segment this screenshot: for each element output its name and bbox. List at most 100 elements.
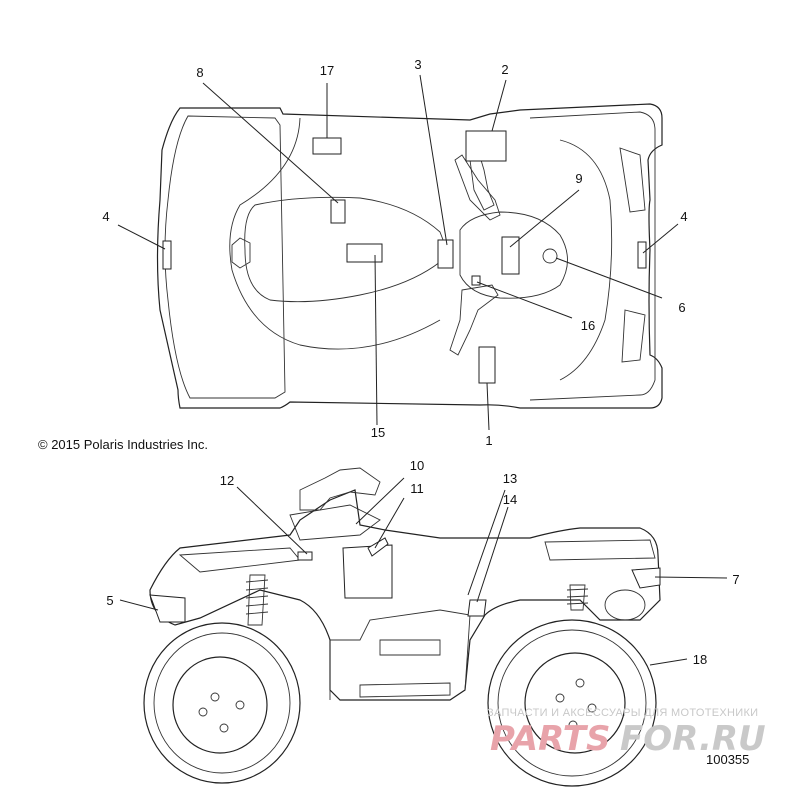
seat-outline [244, 196, 446, 303]
callout-4-rear: 4 [102, 209, 109, 224]
leader-8 [202, 82, 339, 204]
decal-11 [342, 544, 393, 599]
front-shock-spring [566, 588, 589, 605]
decal-9 [501, 236, 520, 275]
leader-13 [467, 489, 506, 596]
leader-1 [486, 382, 490, 431]
leader-16 [476, 281, 573, 319]
rear-rim [172, 656, 268, 754]
rear-tire [143, 622, 301, 784]
rear-shock-spring [245, 579, 269, 615]
leader-4-front [642, 223, 679, 254]
leader-3 [419, 74, 448, 246]
winch-housing [604, 589, 646, 621]
callout-10: 10 [410, 458, 424, 473]
callout-16: 16 [581, 318, 595, 333]
rear-rack-outline [164, 115, 286, 399]
leader-14 [476, 506, 509, 603]
callout-2: 2 [501, 62, 508, 77]
handlebar-grip-upper [454, 154, 501, 221]
atv-side-view: 10 11 12 13 14 5 7 18 [106, 458, 740, 787]
watermark-brand-right: FOR.RU [620, 719, 766, 759]
callout-4-front: 4 [680, 209, 687, 224]
callout-3: 3 [414, 57, 421, 72]
watermark: ЗАПЧАСТИ И АКСЕССУАРЫ ДЛЯ МОТОТЕХНИКИ PA… [487, 707, 766, 759]
leader-9 [509, 189, 580, 248]
leader-11 [374, 497, 405, 549]
front-lug [568, 720, 578, 730]
front-rim [524, 652, 626, 754]
front-rack-side [544, 539, 656, 561]
decal-15 [346, 243, 383, 263]
decal-2 [465, 130, 507, 162]
watermark-tagline: ЗАПЧАСТИ И АКСЕССУАРЫ ДЛЯ МОТОТЕХНИКИ [487, 707, 758, 719]
front-lug [555, 693, 565, 703]
callout-9: 9 [575, 171, 582, 186]
callout-15: 15 [371, 425, 385, 440]
rear-lug [210, 692, 220, 702]
callout-7: 7 [732, 572, 739, 587]
decal-4-rear [162, 240, 172, 270]
decal-12 [297, 551, 313, 561]
callout-8: 8 [196, 65, 203, 80]
leader-12 [236, 486, 308, 555]
rear-shock [247, 574, 266, 626]
decal-17 [312, 137, 342, 155]
front-shock [569, 584, 586, 611]
decal-8 [330, 199, 346, 224]
callout-5: 5 [106, 593, 113, 608]
atv-top-view: 17 2 8 3 9 4 4 6 16 15 1 [102, 57, 687, 448]
leader-5 [119, 599, 159, 611]
front-lug [587, 703, 597, 713]
front-lug [575, 678, 585, 688]
callout-1: 1 [485, 433, 492, 448]
headlight-side [289, 504, 381, 541]
rear-tire-tread [153, 632, 291, 774]
document-number: 100355 [706, 752, 749, 767]
seat-latch [231, 237, 251, 269]
atv-side-body-outline [149, 489, 661, 701]
footwell [379, 639, 441, 656]
callout-17: 17 [320, 63, 334, 78]
rear-lug [198, 707, 208, 717]
rear-lug [235, 700, 245, 710]
callout-6: 6 [678, 300, 685, 315]
rear-lug [219, 723, 229, 733]
callout-18: 18 [693, 652, 707, 667]
rear-rack-side [178, 547, 301, 573]
decal-4-front [637, 241, 647, 269]
watermark-brand-left: PARTS [490, 719, 610, 759]
front-tire-tread [497, 629, 647, 777]
leader-4-rear [117, 224, 166, 250]
handlebar-side [299, 467, 381, 511]
headlight-pod [459, 211, 568, 299]
callout-11: 11 [410, 481, 424, 496]
decal-14 [467, 599, 487, 617]
front-rack-slot-upper [619, 147, 646, 213]
front-rack-outline [529, 111, 656, 401]
copyright-notice: © 2015 Polaris Industries Inc. [38, 437, 208, 452]
decal-5 [149, 594, 186, 623]
front-rack-slot-lower [621, 309, 646, 363]
leader-7 [654, 576, 728, 579]
decal-1 [478, 346, 496, 384]
leader-18 [649, 658, 688, 666]
decal-16 [471, 275, 481, 286]
callout-14: 14 [503, 492, 517, 507]
leader-2 [491, 79, 507, 132]
leader-10 [355, 477, 405, 525]
callout-12: 12 [220, 473, 234, 488]
footrest [359, 682, 451, 698]
callout-13: 13 [503, 471, 517, 486]
leader-6 [555, 257, 663, 299]
atv-body-outline [156, 103, 663, 409]
fender-contour [229, 117, 441, 350]
front-tire [487, 619, 657, 787]
decal-3 [437, 239, 454, 269]
leader-15 [374, 254, 378, 426]
decal-7 [631, 567, 661, 589]
fuel-cap [542, 248, 558, 264]
front-fender-contour [559, 139, 613, 381]
